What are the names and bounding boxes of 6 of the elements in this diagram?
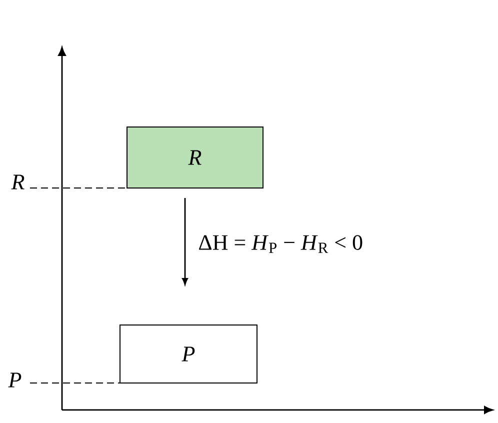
arrow — [182, 198, 188, 285]
level-label: P — [8, 372, 22, 388]
level-box: P — [120, 324, 258, 384]
level-label: R — [11, 174, 24, 190]
edge-label: ΔH = H$_{P}$ − H$_{R}$ < 0 — [199, 235, 362, 253]
level-box: R — [126, 126, 264, 188]
